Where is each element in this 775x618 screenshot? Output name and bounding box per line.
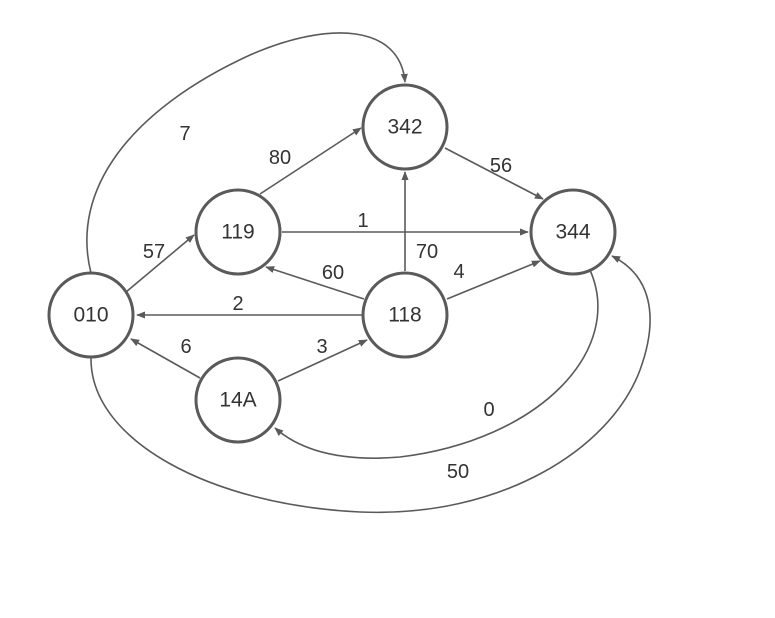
edge-14A-to-118 [277,339,368,382]
node-label-118: 118 [388,304,421,327]
edge-label-6: 6 [180,336,191,358]
edge-label-7: 7 [179,123,190,145]
edge-label-80: 80 [269,147,291,169]
edge-label-3: 3 [316,336,327,358]
node-010: 010 [47,271,135,359]
edge-label-70: 70 [416,241,438,263]
node-344: 344 [529,188,617,276]
edge-label-57: 57 [143,241,165,263]
edge-label-1: 1 [357,210,368,232]
edge-010-to-344 [90,255,651,514]
edge-label-0: 0 [483,399,494,421]
edge-118-to-344 [446,260,541,300]
node-342: 342 [361,83,449,171]
edge-label-2: 2 [232,293,243,315]
edge-label-60: 60 [322,262,344,284]
node-118: 118 [361,271,449,359]
node-14A: 14A [194,356,282,444]
node-label-342: 342 [387,116,422,139]
edge-118-to-119 [265,266,365,300]
edge-010-to-119 [125,234,195,293]
edge-119-to-342 [259,127,362,195]
node-label-14A: 14A [219,389,256,412]
edge-label-50: 50 [447,461,469,483]
node-label-119: 119 [221,221,254,244]
node-label-344: 344 [555,221,590,244]
edge-344-to-14A [274,269,599,459]
edge-010-to-342 [86,32,408,274]
edge-342-to-344 [444,147,544,200]
edge-label-4: 4 [453,261,464,283]
node-label-010: 010 [73,304,108,327]
node-119: 119 [194,188,282,276]
edge-14A-to-010 [130,338,201,379]
edge-label-56: 56 [490,155,512,177]
